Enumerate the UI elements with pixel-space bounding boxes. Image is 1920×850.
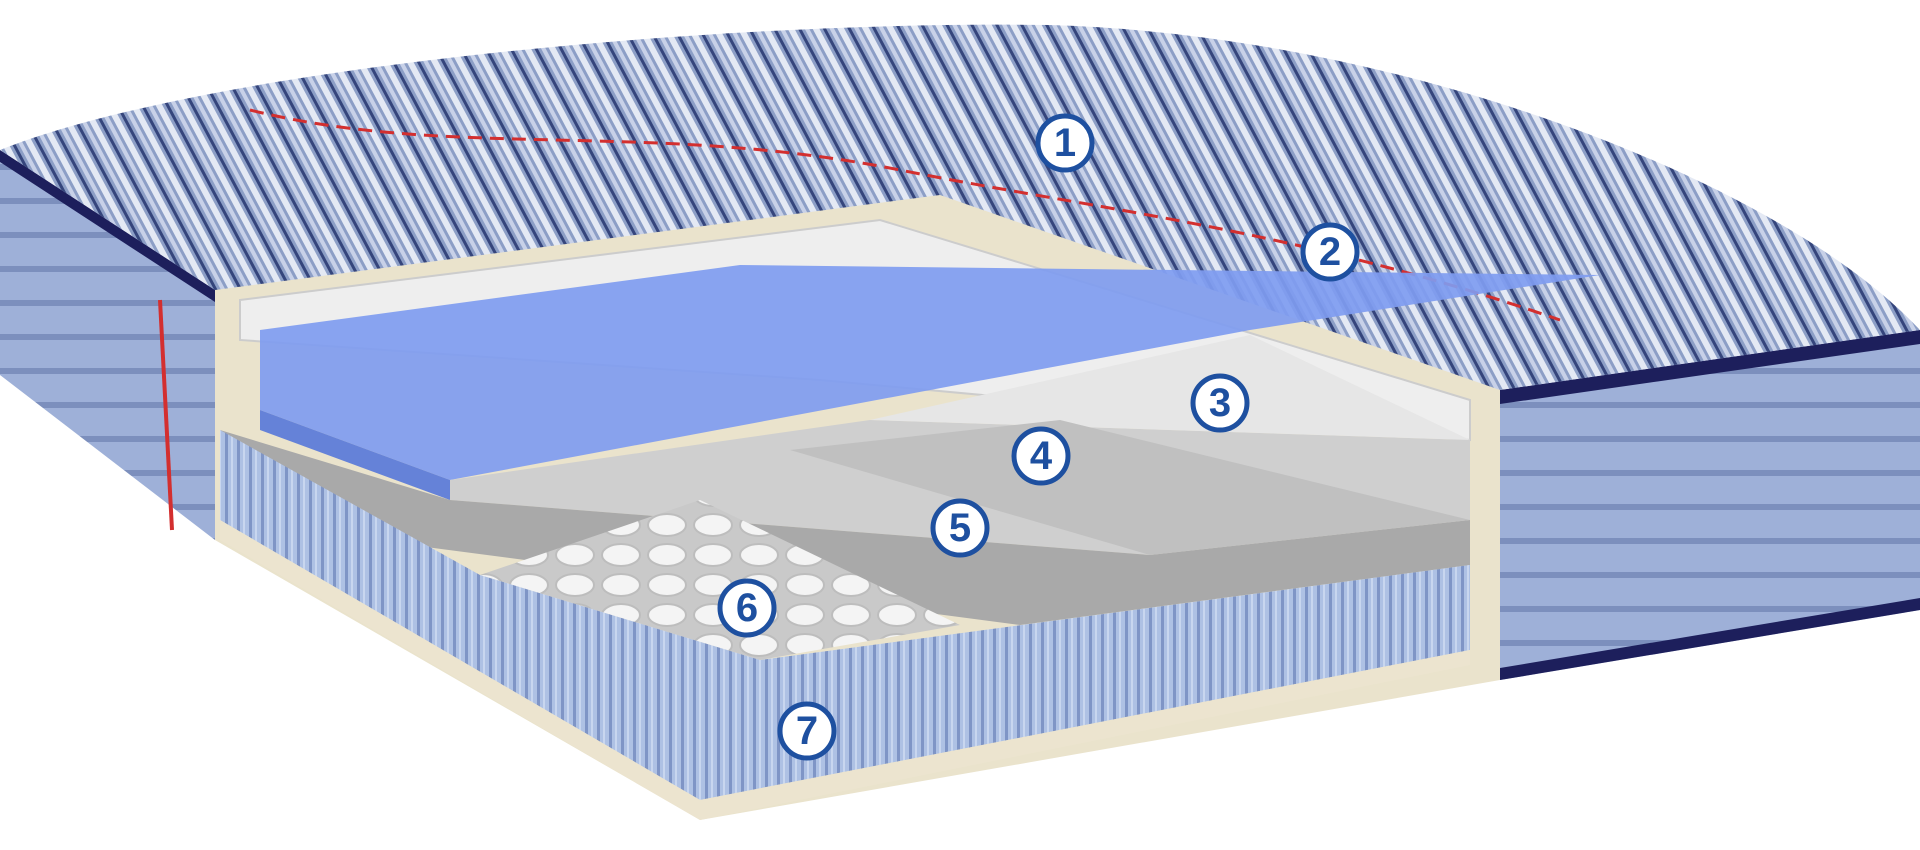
- layer-gel-foam-edge: [260, 410, 450, 500]
- callout-badge-4: 4: [1011, 426, 1071, 486]
- callout-label-6: 6: [736, 586, 758, 630]
- coil-base-panel: [220, 520, 1470, 820]
- callout-badge-1: 1: [1035, 113, 1095, 173]
- piping-right: [1500, 330, 1920, 404]
- layer-base-foam: [220, 430, 1470, 625]
- piping-left: [0, 150, 215, 302]
- callout-label-2: 2: [1319, 230, 1341, 274]
- layer-base-foam-top: [790, 420, 1470, 555]
- quilt-stitch: [249, 108, 1561, 322]
- callout-label-1: 1: [1054, 121, 1076, 165]
- side-panel-right: [1500, 330, 1920, 680]
- side-panel-left: [0, 150, 215, 540]
- layer-pocket-coils: [220, 430, 1470, 800]
- callout-badge-7: 7: [777, 701, 837, 761]
- callout-label-7: 7: [796, 709, 818, 753]
- layer-support-foam-top: [870, 335, 1470, 440]
- callout-badge-6: 6: [717, 578, 777, 638]
- callout-label-4: 4: [1030, 434, 1053, 478]
- callout-badge-5: 5: [930, 498, 990, 558]
- callout-label-3: 3: [1209, 381, 1231, 425]
- callout-badge-2: 2: [1300, 222, 1360, 282]
- layer-coil-tops: [480, 500, 960, 660]
- layer-gel-foam: [260, 265, 1600, 480]
- stitch-line-left: [158, 299, 174, 531]
- callout-badge-3: 3: [1190, 373, 1250, 433]
- piping-right-bottom: [1500, 598, 1920, 680]
- callout-label-5: 5: [949, 506, 971, 550]
